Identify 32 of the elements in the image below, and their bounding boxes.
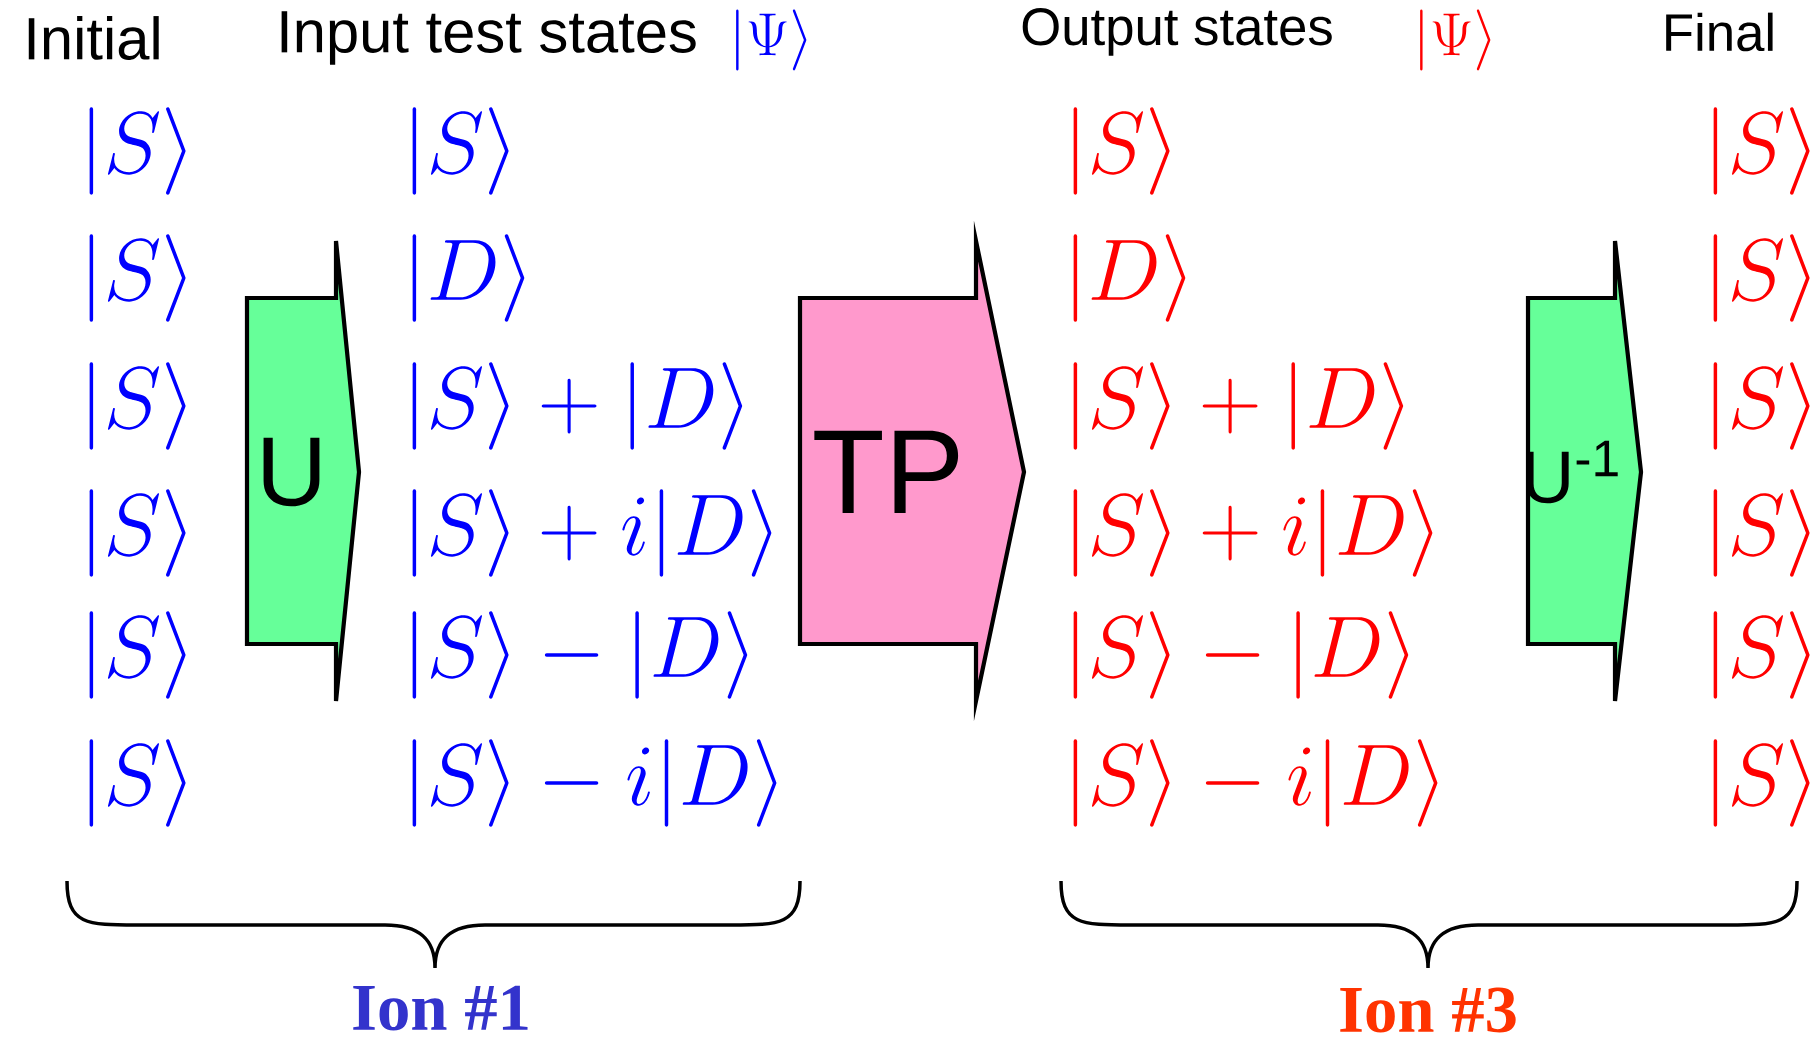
state-ket: $|D\rangle$	[412, 234, 525, 322]
state-ket: $|S\rangle$	[89, 362, 186, 450]
ion-label: Ion #3	[1340, 987, 1516, 1033]
state-ket: $|S\rangle+|D\rangle$	[1073, 362, 1404, 450]
state-ket: $|S\rangle$	[1713, 739, 1810, 827]
state-ket: $|D\rangle$	[1073, 234, 1186, 322]
state-ket: $|S\rangle-i|D\rangle$	[412, 739, 777, 827]
column-heading: Output states	[1022, 8, 1332, 56]
state-ket: $|S\rangle+i|D\rangle$	[412, 489, 772, 577]
state-ket: $|S\rangle$	[89, 489, 186, 577]
state-ket: $|S\rangle-|D\rangle$	[412, 611, 748, 699]
state-ket: $|S\rangle$	[1073, 107, 1170, 195]
state-ket: $|S\rangle+|D\rangle$	[412, 362, 743, 450]
state-ket: $|S\rangle$	[1713, 234, 1810, 322]
state-symbol: $|\Psi\rangle$	[1420, 9, 1491, 71]
state-ket: $|S\rangle$	[1713, 489, 1810, 577]
state-ket: $|S\rangle$	[1713, 611, 1810, 699]
state-ket: $|S\rangle$	[412, 107, 509, 195]
column-heading: Initial	[28, 16, 159, 60]
state-ket: $|S\rangle$	[89, 234, 186, 322]
state-ket: $|S\rangle-i|D\rangle$	[1073, 739, 1438, 827]
state-ket: $|S\rangle$	[89, 739, 186, 827]
state-ket: $|S\rangle$	[89, 611, 186, 699]
state-symbol: $|\Psi\rangle$	[736, 9, 807, 71]
state-ket: $|S\rangle-|D\rangle$	[1073, 611, 1409, 699]
state-ket: $|S\rangle$	[1713, 362, 1810, 450]
state-ket: $|S\rangle$	[89, 107, 186, 195]
column-heading: Input test states	[281, 11, 696, 65]
ion-label: Ion #1	[353, 985, 528, 1031]
column-heading: Final	[1666, 12, 1773, 52]
state-ket: $|S\rangle+i|D\rangle$	[1073, 489, 1433, 577]
state-ket: $|S\rangle$	[1713, 107, 1810, 195]
